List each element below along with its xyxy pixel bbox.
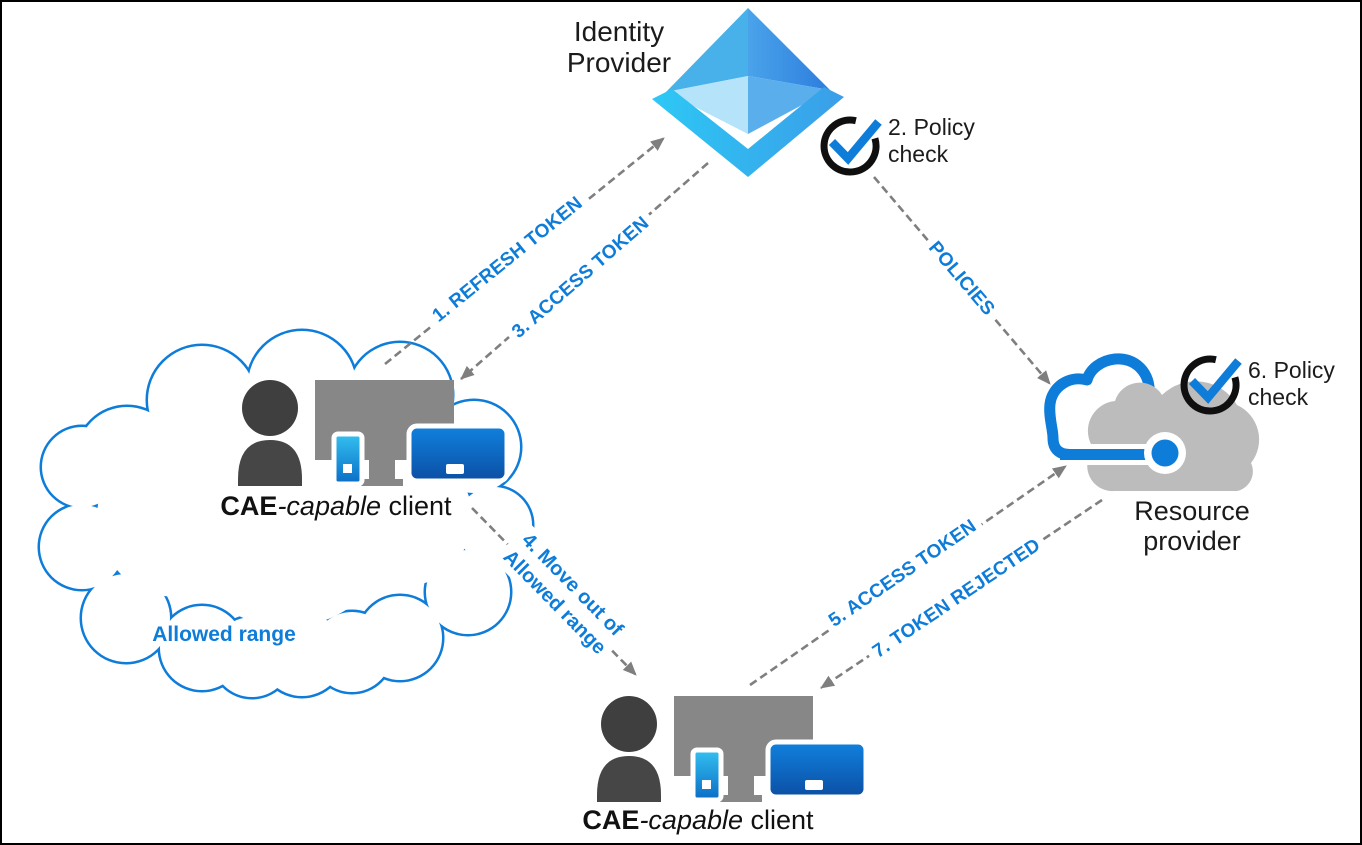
policy-check-6-line1: 6. Policy bbox=[1248, 357, 1335, 383]
client-left-rest: client bbox=[381, 491, 452, 521]
client-bottom-label: CAE-capable client bbox=[578, 805, 818, 836]
client-bottom-capable: -capable bbox=[639, 805, 744, 835]
allowed-range-label: Allowed range bbox=[152, 623, 296, 646]
identity-provider-line1: Identity bbox=[573, 16, 665, 47]
client-bottom-acronym: CAE bbox=[582, 805, 640, 835]
policy-check-6-icon bbox=[1180, 355, 1242, 415]
client-left-acronym: CAE bbox=[220, 491, 278, 521]
client-left-icon bbox=[238, 380, 507, 486]
policy-check-2-line2: check bbox=[888, 141, 949, 167]
policy-check-2-line1: 2. Policy bbox=[888, 114, 975, 140]
client-bottom-rest: client bbox=[743, 805, 814, 835]
policy-check-6-label: 6. Policy check bbox=[1248, 357, 1335, 411]
identity-provider-label: Identity Provider bbox=[539, 16, 699, 78]
policy-check-2-label: 2. Policy check bbox=[888, 114, 975, 168]
resource-provider-label: Resource provider bbox=[1112, 496, 1272, 556]
policy-check-6-line2: check bbox=[1248, 384, 1309, 410]
identity-provider-icon bbox=[652, 8, 844, 177]
policies-arrow bbox=[873, 176, 1051, 385]
client-left-label: CAE-capable client bbox=[216, 491, 456, 522]
identity-provider-line2: Provider bbox=[566, 47, 672, 78]
connector-dot bbox=[1151, 439, 1179, 467]
resource-provider-line2: provider bbox=[1143, 526, 1241, 556]
policy-check-2-icon bbox=[820, 116, 882, 176]
client-left-capable: -capable bbox=[277, 491, 382, 521]
resource-provider-icon bbox=[1044, 353, 1260, 492]
blue-cloud-outline bbox=[1044, 353, 1155, 460]
client-bottom-icon bbox=[597, 696, 866, 802]
pyramid-base-band bbox=[652, 87, 844, 177]
resource-provider-line1: Resource bbox=[1134, 496, 1250, 526]
